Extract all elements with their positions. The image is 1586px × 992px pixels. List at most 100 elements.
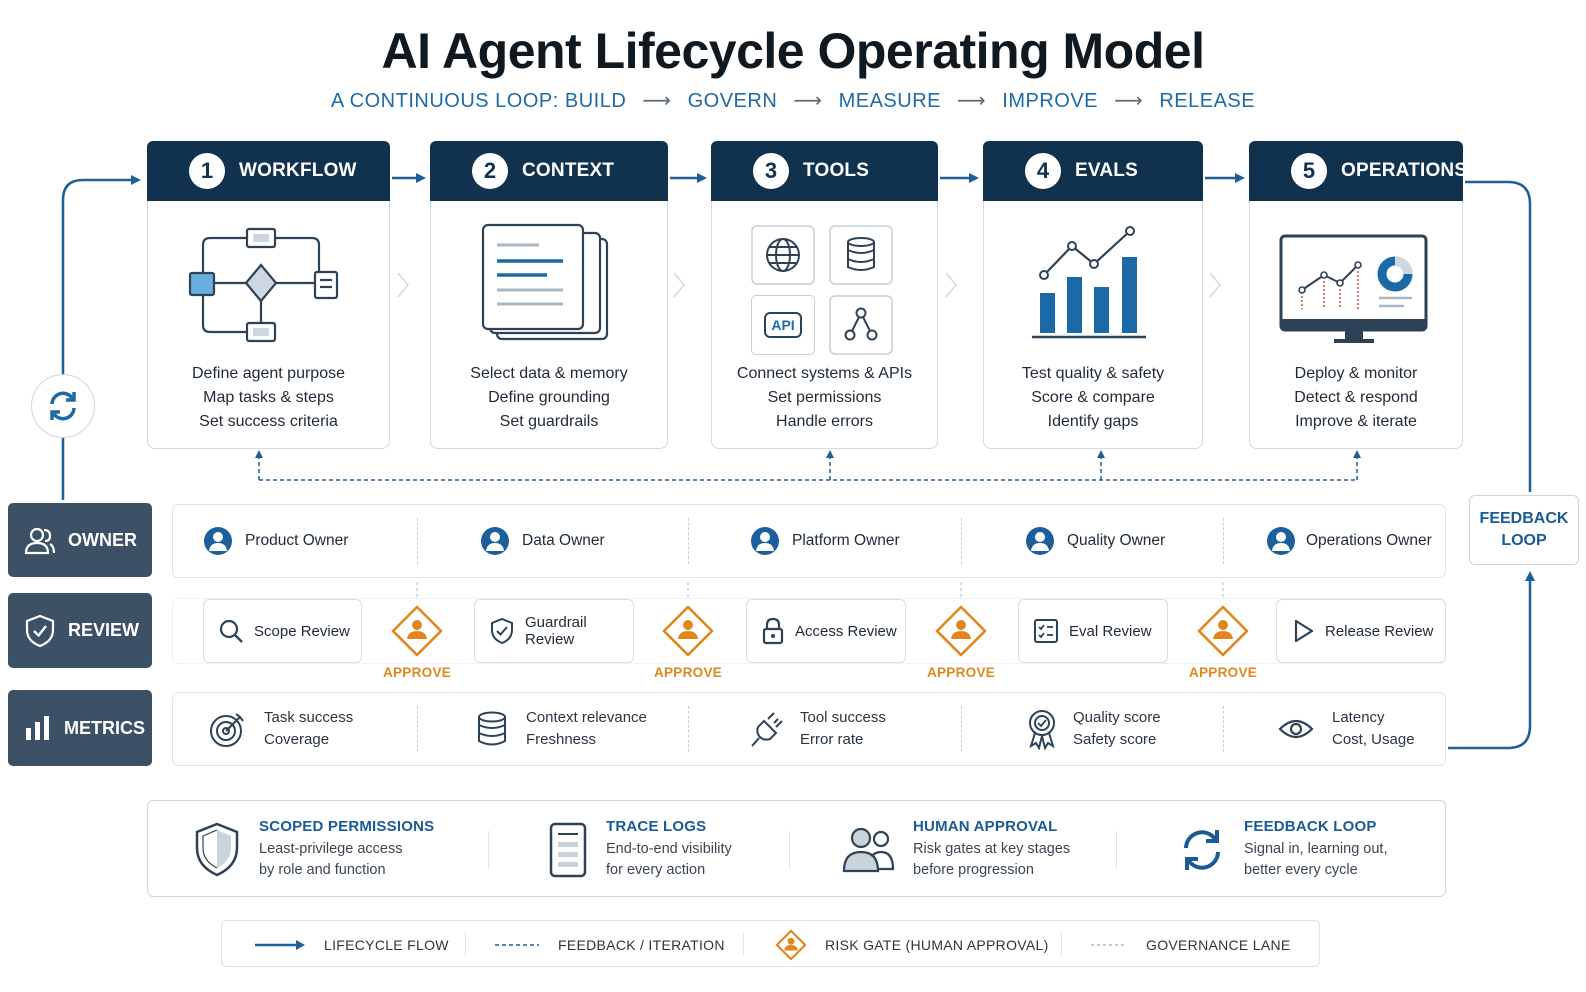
- loop-arrow-right-bottom: [1448, 571, 1535, 750]
- principle-human-approval: HUMAN APPROVAL Risk gates at key stages …: [841, 801, 1070, 898]
- loop-arrow-right-top: [1465, 180, 1532, 492]
- user-avatar-icon: [1026, 527, 1054, 555]
- chevron-right-icon: [1209, 272, 1221, 298]
- feedback-loop-label: FEEDBACK: [1479, 510, 1569, 527]
- lane-label-text: OWNER: [68, 529, 137, 550]
- subtitle-step: MEASURE: [838, 90, 941, 112]
- bar-chart-icon: [26, 716, 49, 740]
- subtitle-prefix: A CONTINUOUS LOOP:: [330, 90, 559, 112]
- stage-line: Deploy & monitor: [1294, 365, 1418, 382]
- chevron-right-icon: [945, 272, 957, 298]
- principle-title: FEEDBACK LOOP: [1244, 818, 1377, 835]
- stage-card-operations: 5 OPERATIONS Deploy & monitor Detect & r…: [1249, 141, 1467, 449]
- metric-line: Freshness: [526, 731, 597, 748]
- principle-line: End-to-end visibility: [606, 841, 732, 857]
- bar-chart-icon: [1032, 226, 1146, 339]
- risk-gate-icon: [391, 605, 443, 657]
- document-stack-icon: [481, 223, 609, 341]
- metrics-lane: [172, 692, 1446, 766]
- risk-gate-icon: [935, 605, 987, 657]
- stage-header: 5 OPERATIONS: [1249, 141, 1467, 201]
- stage-line: Map tasks & steps: [203, 389, 334, 406]
- principle-line: Least-privilege access: [259, 841, 403, 857]
- arrow-right-icon: ⟶: [957, 90, 987, 112]
- approve-label: APPROVE: [1188, 665, 1258, 680]
- legend-label: GOVERNANCE LANE: [1146, 936, 1291, 953]
- review-label: Access Review: [795, 622, 897, 640]
- arrow-right-icon: ⟶: [642, 90, 672, 112]
- stage-line: Set success criteria: [199, 413, 338, 430]
- owner-name: Product Owner: [245, 532, 349, 549]
- eye-icon: [1278, 719, 1314, 739]
- stage-title: OPERATIONS: [1341, 160, 1468, 181]
- review-label: Scope Review: [254, 622, 350, 640]
- lane-label-review: REVIEW: [8, 593, 152, 668]
- log-icon: [549, 822, 587, 877]
- stage-header: 1 WORKFLOW: [147, 141, 390, 201]
- refresh-icon: [1184, 829, 1220, 870]
- lane-label-metrics: METRICS: [8, 690, 152, 766]
- review-label: Release Review: [1325, 622, 1434, 640]
- award-badge-icon: [1029, 710, 1055, 750]
- api-icon: API: [751, 295, 815, 355]
- legend-label: LIFECYCLE FLOW: [324, 936, 449, 953]
- metric-line: Safety score: [1073, 731, 1157, 748]
- subtitle-step: GOVERN: [687, 90, 778, 112]
- user-avatar-icon: [1267, 527, 1295, 555]
- user-avatar-icon: [204, 527, 232, 555]
- owner-item: Data Owner: [480, 526, 605, 556]
- owner-item: Product Owner: [203, 526, 348, 556]
- stage-number: 4: [1025, 153, 1061, 189]
- people-icon: [842, 827, 895, 872]
- review-step-release: Release Review: [1276, 599, 1446, 663]
- shield-icon: [195, 822, 239, 876]
- database-icon: [829, 225, 893, 285]
- risk-gate-icon: [775, 929, 807, 960]
- lane-label-owner: OWNER: [8, 503, 152, 577]
- approve-label: APPROVE: [382, 665, 452, 680]
- arrow-right-icon: ⟶: [1114, 90, 1144, 112]
- owner-item: Quality Owner: [1025, 526, 1165, 556]
- subtitle-step: BUILD: [564, 90, 627, 112]
- principle-title: SCOPED PERMISSIONS: [259, 818, 435, 835]
- stage-number: 5: [1291, 153, 1327, 189]
- metric-line: Context relevance: [526, 709, 647, 726]
- risk-gate-icon: [1197, 605, 1249, 657]
- api-label: API: [764, 312, 802, 338]
- legend: LIFECYCLE FLOW FEEDBACK / ITERATION RISK…: [221, 920, 1320, 967]
- review-step-scope: Scope Review: [203, 599, 362, 663]
- metric-line: Quality score: [1073, 709, 1161, 726]
- legend-item: LIFECYCLE FLOW: [254, 921, 449, 968]
- page-subtitle: A CONTINUOUS LOOP: BUILD ⟶ GOVERN ⟶ MEAS…: [0, 88, 1586, 113]
- users-icon: [24, 527, 56, 555]
- chevron-right-icon: [397, 272, 409, 298]
- search-icon: [219, 619, 243, 643]
- principle-line: by role and function: [259, 862, 386, 878]
- metric-line: Coverage: [264, 731, 330, 748]
- metric-line: Cost, Usage: [1332, 731, 1415, 748]
- stage-header: 2 CONTEXT: [430, 141, 668, 201]
- lane-label-text: REVIEW: [68, 620, 140, 640]
- owner-name: Platform Owner: [792, 532, 900, 549]
- review-step-guardrail: Guardrail Review: [474, 599, 634, 663]
- workflow-diagram-icon: [188, 227, 339, 343]
- review-label: Guardrail Review: [525, 614, 587, 648]
- principle-trace-logs: TRACE LOGS End-to-end visibility for eve…: [548, 801, 732, 898]
- feedback-loop-label: LOOP: [1501, 532, 1547, 549]
- network-icon: [829, 295, 893, 355]
- stage-card-tools: 3 TOOLS API Connect systems & APIs Set p…: [711, 141, 938, 449]
- stage-title: EVALS: [1075, 160, 1138, 181]
- approve-label: APPROVE: [926, 665, 996, 680]
- checklist-icon: [1034, 619, 1058, 643]
- shield-check-icon: [491, 617, 513, 645]
- review-step-eval: Eval Review: [1018, 599, 1168, 663]
- stage-line: Select data & memory: [470, 365, 628, 382]
- owner-name: Data Owner: [522, 532, 605, 549]
- principle-line: Signal in, learning out,: [1244, 841, 1388, 857]
- stage-card-workflow: 1 WORKFLOW Define agent purpose Map task…: [147, 141, 390, 449]
- user-avatar-icon: [481, 527, 509, 555]
- legend-item: GOVERNANCE LANE: [1090, 921, 1291, 968]
